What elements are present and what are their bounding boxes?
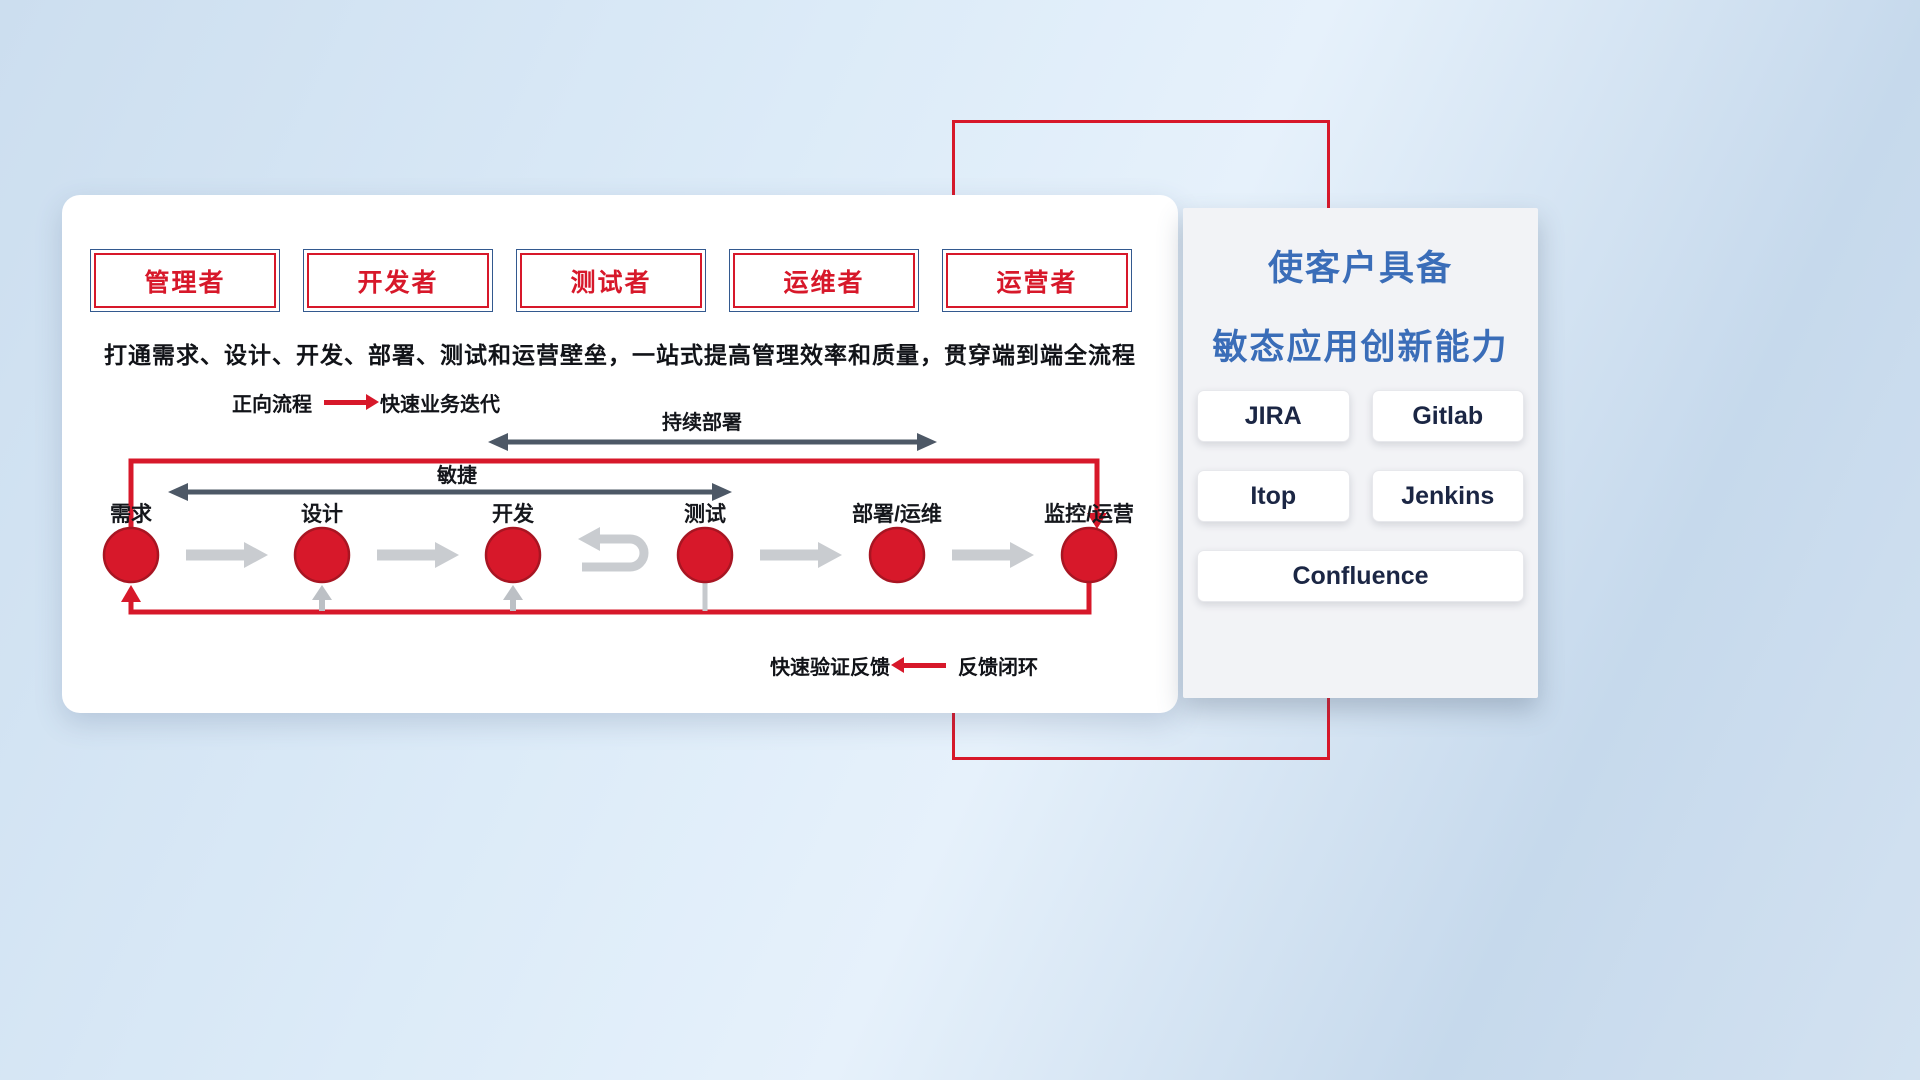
continuous-deploy-span-label: 持续部署 [662, 412, 742, 434]
capability-panel: 使客户具备 敏态应用创新能力 JIRA Gitlab Itop Jenkins … [1183, 208, 1538, 698]
node-circle-develop [484, 526, 542, 584]
iteration-loop-icon [578, 527, 649, 572]
node-label-deploy-ops: 部署/运维 [852, 503, 942, 526]
node-label-requirement: 需求 [110, 503, 152, 526]
devops-flow-card: 管理者 开发者 测试者 运维者 运营者 [62, 195, 1178, 713]
tool-chip-itop: Itop [1197, 470, 1350, 522]
forward-loop-arrow [128, 458, 1107, 529]
feedback-up-arrows [312, 583, 708, 611]
role-box-inner: 开发者 [307, 253, 489, 308]
node-circle-deploy-ops [868, 526, 926, 584]
panel-title-line1: 使客户具备 [1267, 249, 1453, 288]
legend-feedback: 快速验证反馈 反馈闭环 [770, 651, 1038, 680]
role-box-inner: 运营者 [946, 253, 1128, 308]
legend-feedback-desc: 快速验证反馈 [770, 657, 890, 679]
subtitle: 打通需求、设计、开发、部署、测试和运营壁垒，一站式提高管理效率和质量，贯穿端到端… [104, 342, 1136, 368]
role-box-inner: 管理者 [94, 253, 276, 308]
legend-forward-label: 正向流程 [232, 394, 312, 416]
role-box-inner: 测试者 [520, 253, 702, 308]
role-label-tester: 测试者 [570, 268, 652, 297]
role-label-developer: 开发者 [357, 268, 439, 297]
legend-forward: 正向流程 快速业务迭代 [232, 388, 500, 417]
panel-title-line2: 敏态应用创新能力 [1212, 328, 1509, 367]
tool-chip-confluence: Confluence [1197, 550, 1524, 602]
node-circle-test [676, 526, 734, 584]
agile-span-label: 敏捷 [437, 465, 477, 487]
role-row: 管理者 开发者 测试者 运维者 运营者 [90, 249, 1132, 312]
role-box-inner: 运维者 [733, 253, 915, 308]
feedback-loop-arrow [121, 583, 1092, 615]
role-label-ops: 运维者 [783, 268, 865, 297]
role-box-ops: 运维者 [729, 249, 919, 312]
node-circle-monitor-ops [1060, 526, 1118, 584]
tools-grid: JIRA Gitlab Itop Jenkins Confluence [1197, 390, 1524, 602]
feedback-arrow-icon [891, 657, 946, 673]
node-label-design: 设计 [301, 503, 343, 526]
flow-node-circles [102, 526, 1118, 584]
role-box-tester: 测试者 [516, 249, 706, 312]
node-circle-requirement [102, 526, 160, 584]
continuous-deploy-range-arrow [488, 433, 937, 451]
forward-arrow-icon [324, 394, 379, 410]
tool-chip-jenkins: Jenkins [1371, 470, 1524, 522]
role-label-manager: 管理者 [144, 268, 226, 297]
node-label-develop: 开发 [492, 503, 534, 526]
legend-feedback-label: 反馈闭环 [958, 657, 1038, 679]
role-box-operation: 运营者 [942, 249, 1132, 312]
legend-forward-desc: 快速业务迭代 [380, 394, 500, 416]
tool-chip-gitlab: Gitlab [1371, 390, 1524, 442]
node-label-test: 测试 [684, 503, 726, 526]
flow-diagram [102, 433, 1118, 615]
node-circle-design [293, 526, 351, 584]
step-arrows [186, 542, 1034, 568]
tool-chip-jira: JIRA [1197, 390, 1350, 442]
role-box-developer: 开发者 [303, 249, 493, 312]
role-label-operation: 运营者 [996, 268, 1078, 297]
role-box-manager: 管理者 [90, 249, 280, 312]
node-label-monitor-ops: 监控/运营 [1044, 503, 1134, 526]
agile-range-arrow [168, 483, 732, 501]
